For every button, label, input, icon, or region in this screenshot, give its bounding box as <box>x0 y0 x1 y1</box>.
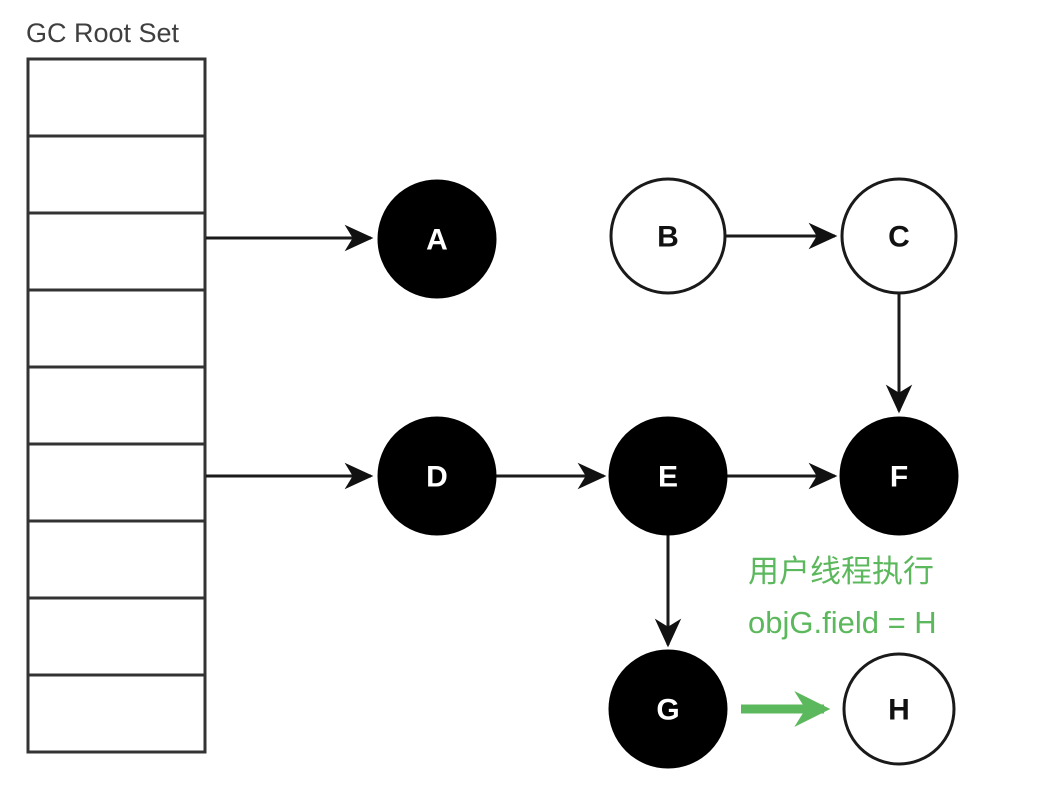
root-set-cell-2[interactable] <box>26 134 207 215</box>
node-h-label: H <box>888 694 910 727</box>
node-g-circle[interactable] <box>608 649 728 769</box>
node-h-circle[interactable] <box>842 652 956 766</box>
node-d-label: D <box>426 461 448 494</box>
node-a[interactable]: A <box>377 179 497 299</box>
root-set-cell-1[interactable] <box>26 57 207 138</box>
node-d-circle[interactable] <box>377 416 497 536</box>
node-b-circle[interactable] <box>609 177 727 295</box>
root-set-cell-7[interactable] <box>26 519 207 600</box>
node-b[interactable]: B <box>609 177 727 295</box>
node-d[interactable]: D <box>377 416 497 536</box>
root-set-cell-9[interactable] <box>26 673 207 754</box>
node-group: A B C D E F <box>377 177 959 769</box>
node-c-circle[interactable] <box>840 177 958 295</box>
root-set-cell-6[interactable] <box>26 442 207 523</box>
node-g[interactable]: G <box>608 649 728 769</box>
root-set-cell-3[interactable] <box>26 211 207 292</box>
edge-group <box>206 222 913 728</box>
node-e-label: E <box>658 461 678 494</box>
annotation-user-thread: 用户线程执行 objG.field = H <box>748 554 937 640</box>
node-e-circle[interactable] <box>608 416 728 536</box>
node-f[interactable]: F <box>839 416 959 536</box>
node-e[interactable]: E <box>608 416 728 536</box>
root-set-cell-4[interactable] <box>26 288 207 369</box>
node-h[interactable]: H <box>842 652 956 766</box>
gc-root-set-table <box>26 57 207 754</box>
annotation-line-1: 用户线程执行 <box>748 554 934 589</box>
node-f-circle[interactable] <box>839 416 959 536</box>
annotation-line-2: objG.field = H <box>748 605 937 640</box>
node-a-label: A <box>426 224 448 257</box>
node-c[interactable]: C <box>840 177 958 295</box>
node-a-circle[interactable] <box>377 179 497 299</box>
node-g-label: G <box>656 694 679 727</box>
node-c-label: C <box>888 221 910 254</box>
node-f-label: F <box>890 461 908 494</box>
page-title: GC Root Set <box>26 18 180 48</box>
root-set-cell-8[interactable] <box>26 596 207 677</box>
root-set-cell-5[interactable] <box>26 365 207 446</box>
node-b-label: B <box>657 221 679 254</box>
